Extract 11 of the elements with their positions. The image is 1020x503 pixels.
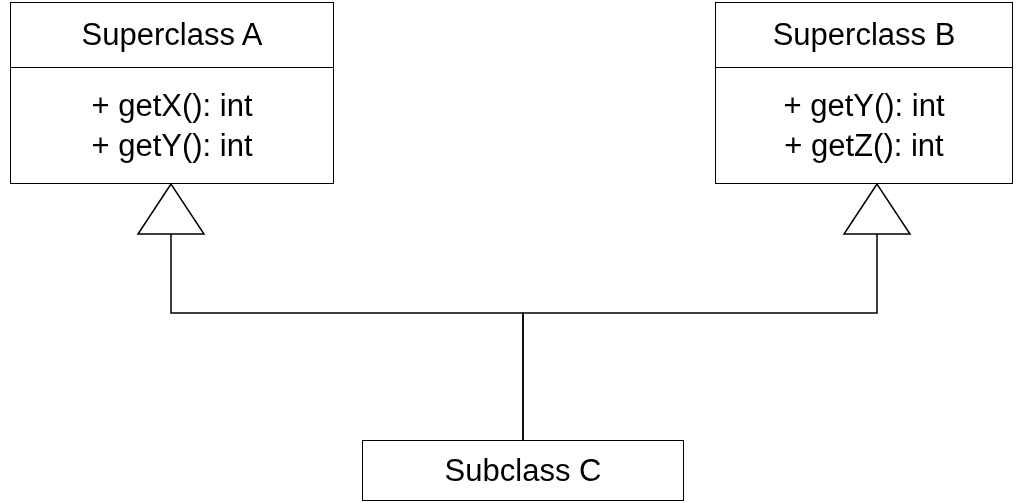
class-box xyxy=(715,2,1013,184)
class-name: Subclass C xyxy=(444,452,602,489)
class-box xyxy=(10,2,334,184)
class-name: Superclass B xyxy=(772,17,956,53)
class-box xyxy=(362,440,684,501)
class-name: Superclass A xyxy=(81,17,263,53)
method-text: + getY(): int xyxy=(91,126,253,165)
method-text: + getY(): int xyxy=(783,86,945,125)
inheritance-arrow xyxy=(522,183,911,441)
method-text: + getX(): int xyxy=(91,86,253,125)
method-text: + getZ(): int xyxy=(784,126,944,165)
